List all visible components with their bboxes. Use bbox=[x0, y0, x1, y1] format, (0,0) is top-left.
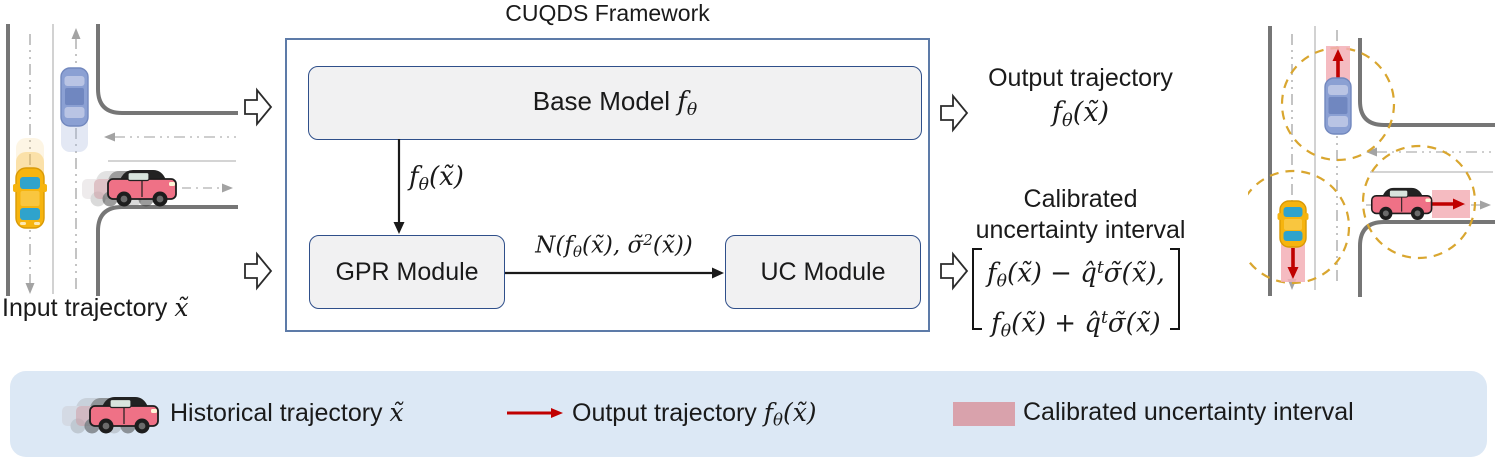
road-lines bbox=[6, 24, 238, 296]
gauss-suffix: (x̃)) bbox=[652, 232, 693, 259]
framework-title: CUQDS Framework bbox=[505, 0, 710, 26]
r1-a: (x̃) − q̂ bbox=[1006, 258, 1097, 289]
input-trajectory-text: Input trajectory bbox=[2, 294, 175, 322]
r2-theta: θ bbox=[1000, 321, 1012, 342]
output-trajectory-arrows bbox=[1291, 58, 1456, 270]
out-theta: θ bbox=[1061, 109, 1073, 131]
uc-module-box: UC Module bbox=[725, 235, 921, 309]
interval-formula: fθ(x̃) − q̂tσ̃(x̃), fθ(x̃) + q̂tσ̃(x̃) bbox=[972, 248, 1180, 342]
right-bracket bbox=[1169, 248, 1180, 330]
pink-car-side-view bbox=[82, 170, 177, 207]
legend-output-text: Output trajectory bbox=[572, 399, 764, 427]
gauss-mid: (x̃), σ̃ bbox=[581, 232, 644, 259]
framework-box: Base Model fθ fθ(x̃) GPR Module UC Modul… bbox=[285, 38, 930, 332]
uncertainty-circle-yellow bbox=[1248, 169, 1351, 285]
legend-calibrated-label: Calibrated uncertainty interval bbox=[1023, 398, 1354, 426]
down-arrow-head-icon bbox=[393, 222, 405, 234]
calibrated-interval-title: Calibrated uncertainty interval bbox=[958, 184, 1203, 246]
r1-b: σ̃(x̃), bbox=[1103, 258, 1165, 289]
r2-b: σ̃(x̃) bbox=[1107, 308, 1161, 339]
legend-interval-swatch bbox=[953, 402, 1015, 426]
legend-output-label: Output trajectory fθ(x̃) bbox=[572, 398, 817, 430]
right-arrow-head-icon bbox=[712, 267, 724, 279]
block-arrow-input-top-icon bbox=[244, 87, 273, 127]
legend-historical-math: x̃ bbox=[389, 398, 404, 427]
gauss-sub: θ bbox=[572, 242, 582, 261]
historical-trajectory-car-icon bbox=[62, 397, 159, 434]
red-arrow-heads bbox=[1287, 49, 1465, 279]
ftheta-sub: θ bbox=[418, 174, 429, 195]
ftheta-arrow-label: fθ(x̃) bbox=[409, 162, 464, 195]
base-model-f: f bbox=[677, 87, 687, 118]
legend-historical-label: Historical trajectory x̃ bbox=[170, 398, 404, 428]
blue-car-top-view bbox=[1324, 77, 1352, 135]
left-bracket bbox=[972, 248, 982, 330]
ftheta-arg: (x̃) bbox=[428, 162, 464, 192]
legend-red-arrow-icon bbox=[507, 408, 563, 418]
blue-car-top-view bbox=[60, 67, 89, 152]
formula-row2: fθ(x̃) + q̂tσ̃(x̃) bbox=[987, 300, 1165, 350]
r2-a: (x̃) + q̂ bbox=[1011, 308, 1102, 339]
uncertainty-intervals bbox=[1281, 46, 1470, 282]
r1-sup: t bbox=[1096, 258, 1104, 278]
r1-f: f bbox=[987, 258, 997, 289]
block-arrow-input-bottom-icon bbox=[244, 251, 273, 291]
yellow-car-top-view bbox=[13, 138, 47, 229]
out-arg: (x̃) bbox=[1072, 97, 1110, 128]
input-trajectory-label: Input trajectory x̃ bbox=[2, 293, 188, 323]
uncertainty-circle-pink bbox=[1361, 144, 1477, 260]
block-arrow-output-top-icon bbox=[940, 93, 969, 133]
input-intersection-scene bbox=[6, 24, 238, 296]
framework-connectors bbox=[393, 139, 724, 279]
legend-historical-text: Historical trajectory bbox=[170, 399, 390, 427]
r2-sup: t bbox=[1101, 308, 1108, 329]
output-trajectory-math: fθ(x̃) bbox=[963, 97, 1198, 131]
pink-car-side-view bbox=[1370, 187, 1433, 220]
legend-output-theta: θ bbox=[773, 410, 783, 430]
base-model-theta: θ bbox=[686, 99, 698, 120]
output-trajectory-title: Output trajectory bbox=[988, 64, 1173, 92]
calibrated-line2: uncertainty interval bbox=[975, 216, 1186, 244]
r1-theta: θ bbox=[996, 271, 1007, 292]
gpr-module-label: GPR Module bbox=[335, 257, 479, 286]
formula-row1: fθ(x̃) − q̂tσ̃(x̃), bbox=[987, 250, 1165, 300]
gpr-module-box: GPR Module bbox=[309, 235, 505, 309]
legend-output-arg: (x̃) bbox=[782, 398, 817, 427]
input-trajectory-math: x̃ bbox=[174, 293, 189, 322]
calibrated-line1: Calibrated bbox=[1023, 185, 1138, 213]
gaussian-arrow-label: N(fθ(x̃), σ̃2(x̃)) bbox=[497, 231, 731, 261]
legend-bar: Historical trajectory x̃ Output trajecto… bbox=[10, 371, 1487, 457]
base-model-box: Base Model fθ bbox=[308, 66, 922, 140]
gauss-sup: 2 bbox=[643, 231, 653, 249]
gauss-prefix: N(f bbox=[535, 232, 573, 259]
formula-rows: fθ(x̃) − q̂tσ̃(x̃), fθ(x̃) + q̂tσ̃(x̃) bbox=[982, 248, 1170, 342]
out-f: f bbox=[1051, 97, 1062, 128]
legend-output-f: f bbox=[763, 398, 774, 427]
uc-module-label: UC Module bbox=[760, 257, 886, 286]
yellow-car-top-view bbox=[1277, 200, 1309, 248]
base-model-text: Base Model bbox=[532, 86, 678, 117]
ftheta-f: f bbox=[409, 162, 419, 192]
output-intersection-scene bbox=[1248, 26, 1495, 297]
block-arrow-output-bottom-icon bbox=[940, 251, 969, 291]
road-lines bbox=[1268, 26, 1495, 297]
r2-f: f bbox=[991, 308, 1001, 339]
